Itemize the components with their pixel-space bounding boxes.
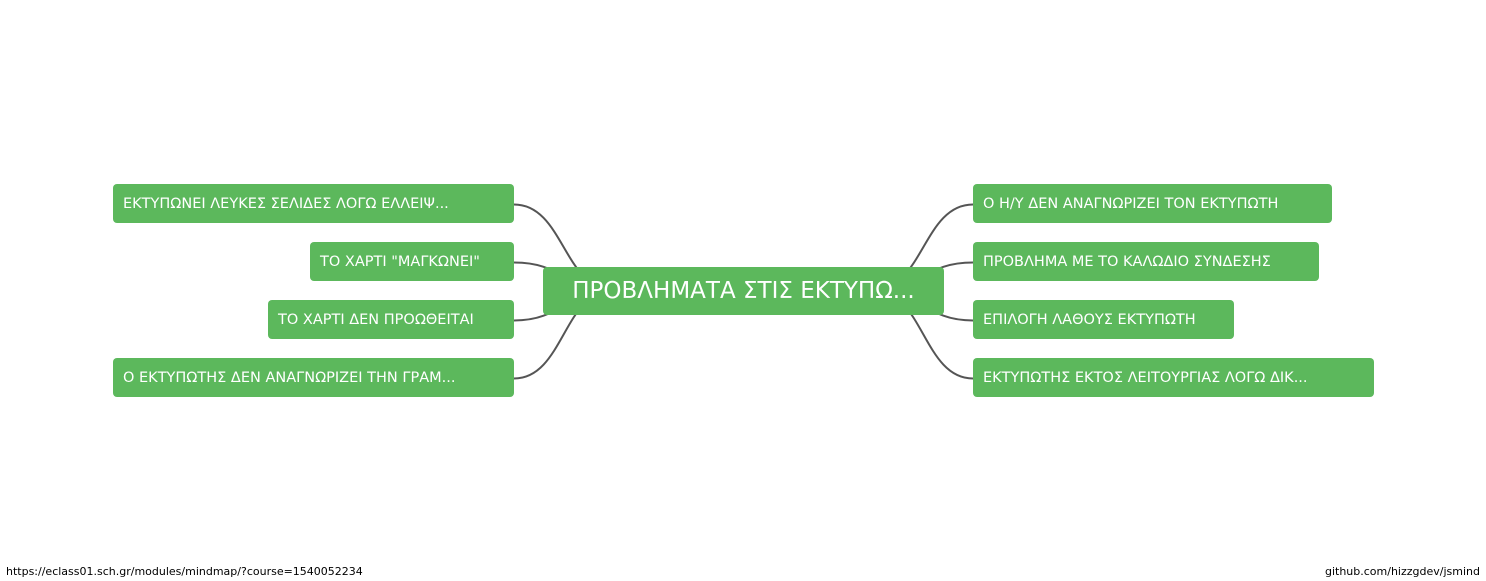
node-left-4-label: Ο ΕΚΤΥΠΩΤΗΣ ΔΕΝ ΑΝΑΓΝΩΡΙΖΕΙ ΤΗΝ ΓΡΑΜ...	[123, 369, 456, 386]
footer-url: https://eclass01.sch.gr/modules/mindmap/…	[6, 565, 363, 578]
node-right-4-label: ΕΚΤΥΠΩΤΗΣ ΕΚΤΟΣ ΛΕΙΤΟΥΡΓΙΑΣ ΛΟΓΩ ΔΙΚ...	[983, 369, 1308, 386]
node-left-4[interactable]: Ο ΕΚΤΥΠΩΤΗΣ ΔΕΝ ΑΝΑΓΝΩΡΙΖΕΙ ΤΗΝ ΓΡΑΜ...	[113, 358, 514, 397]
node-left-3-label: ΤΟ ΧΑΡΤΙ ΔΕΝ ΠΡΟΩΘΕΙΤΑΙ	[278, 311, 474, 328]
node-right-3[interactable]: ΕΠΙΛΟΓΗ ΛΑΘΟΥΣ ΕΚΤΥΠΩΤΗ	[973, 300, 1234, 339]
node-right-2-label: ΠΡΟΒΛΗΜΑ ΜΕ ΤΟ ΚΑΛΩΔΙΟ ΣΥΝΔΕΣΗΣ	[983, 253, 1271, 270]
node-right-1[interactable]: Ο Η/Υ ΔΕΝ ΑΝΑΓΝΩΡΙΖΕΙ ΤΟΝ ΕΚΤΥΠΩΤΗ	[973, 184, 1332, 223]
node-left-1-label: ΕΚΤΥΠΩΝΕΙ ΛΕΥΚΕΣ ΣΕΛΙΔΕΣ ΛΟΓΩ ΕΛΛΕΙΨ...	[123, 195, 449, 212]
node-left-1[interactable]: ΕΚΤΥΠΩΝΕΙ ΛΕΥΚΕΣ ΣΕΛΙΔΕΣ ΛΟΓΩ ΕΛΛΕΙΨ...	[113, 184, 514, 223]
node-right-1-label: Ο Η/Υ ΔΕΝ ΑΝΑΓΝΩΡΙΖΕΙ ΤΟΝ ΕΚΤΥΠΩΤΗ	[983, 195, 1279, 212]
node-left-3[interactable]: ΤΟ ΧΑΡΤΙ ΔΕΝ ΠΡΟΩΘΕΙΤΑΙ	[268, 300, 514, 339]
node-left-2-label: ΤΟ ΧΑΡΤΙ "ΜΑΓΚΩΝΕΙ"	[320, 253, 480, 270]
node-right-4[interactable]: ΕΚΤΥΠΩΤΗΣ ΕΚΤΟΣ ΛΕΙΤΟΥΡΓΙΑΣ ΛΟΓΩ ΔΙΚ...	[973, 358, 1374, 397]
footer-credit-link[interactable]: github.com/hizzgdev/jsmind	[1324, 565, 1480, 578]
root-node-label: ΠΡΟΒΛΗΜΑΤΑ ΣΤΙΣ ΕΚΤΥΠΩ...	[572, 278, 915, 304]
node-right-2[interactable]: ΠΡΟΒΛΗΜΑ ΜΕ ΤΟ ΚΑΛΩΔΙΟ ΣΥΝΔΕΣΗΣ	[973, 242, 1319, 281]
root-node[interactable]: ΠΡΟΒΛΗΜΑΤΑ ΣΤΙΣ ΕΚΤΥΠΩ...	[543, 267, 944, 315]
node-right-3-label: ΕΠΙΛΟΓΗ ΛΑΘΟΥΣ ΕΚΤΥΠΩΤΗ	[983, 311, 1196, 328]
node-left-2[interactable]: ΤΟ ΧΑΡΤΙ "ΜΑΓΚΩΝΕΙ"	[310, 242, 514, 281]
